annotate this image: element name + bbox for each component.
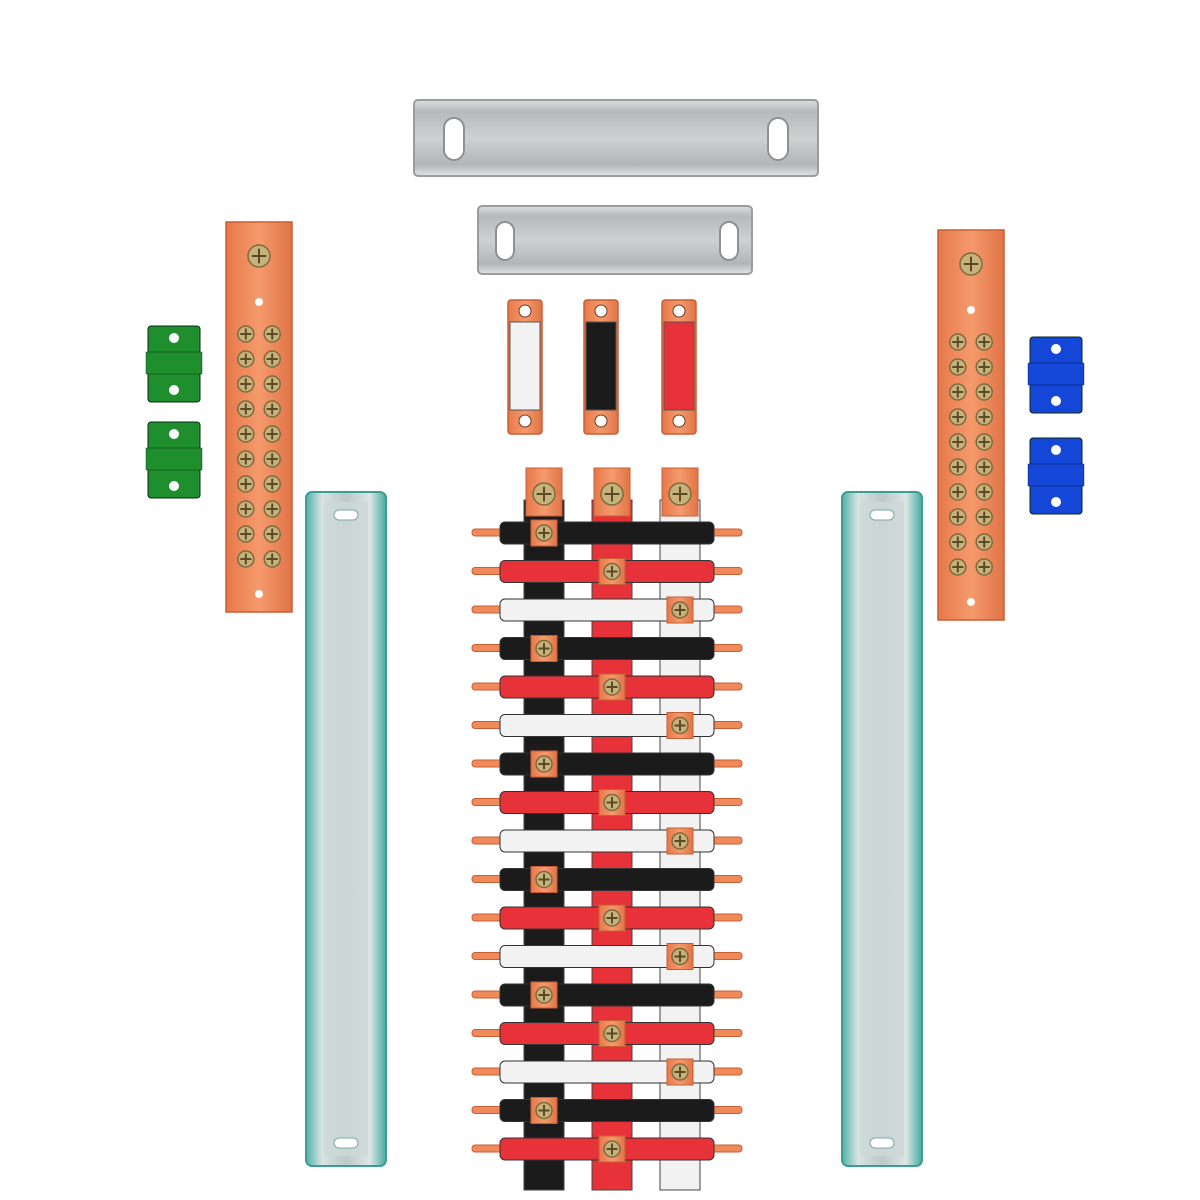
screw-icon <box>975 408 993 426</box>
aluminum-rail-large <box>413 99 819 177</box>
screw-icon <box>603 909 621 927</box>
screw-icon <box>535 755 553 773</box>
blue-insulator-bottom <box>1027 437 1085 515</box>
busbar-finger-white <box>471 712 743 739</box>
busbar-finger-black <box>471 750 743 778</box>
screw-icon <box>975 358 993 376</box>
green-insulator-top <box>145 325 203 403</box>
screw-icon <box>263 475 281 493</box>
screw-icon <box>671 832 689 850</box>
busbar-finger-red <box>471 558 743 585</box>
bus-link-red <box>661 299 697 435</box>
screw-icon <box>535 870 553 889</box>
bus-link-black <box>583 299 619 435</box>
screw-icon <box>247 244 271 268</box>
aluminum-rail-small <box>477 205 753 275</box>
busbar-finger-black <box>471 519 743 547</box>
busbar-finger-black <box>471 866 743 893</box>
screw-icon <box>603 1140 621 1158</box>
screw-icon <box>535 986 553 1004</box>
screw-icon <box>949 433 967 451</box>
screw-icon <box>975 383 993 401</box>
screw-icon <box>949 408 967 426</box>
screw-icon <box>237 375 255 393</box>
screw-icon <box>975 558 993 576</box>
screw-icon <box>532 482 556 506</box>
bus-link-white <box>507 299 543 435</box>
screw-icon <box>535 524 553 542</box>
screw-icon <box>603 678 621 696</box>
screw-icon <box>671 1063 689 1081</box>
din-rail-left <box>305 491 387 1167</box>
comb-busbar-assembly <box>471 467 743 1191</box>
screw-icon <box>603 562 621 581</box>
busbar-finger-red <box>471 673 743 701</box>
screw-icon <box>949 558 967 576</box>
ground-bus-bar-right <box>937 229 1005 621</box>
screw-icon <box>263 375 281 393</box>
screw-icon <box>975 533 993 551</box>
screw-icon <box>975 483 993 501</box>
screw-icon <box>949 483 967 501</box>
screw-icon <box>671 601 689 619</box>
screw-icon <box>263 500 281 518</box>
screw-icon <box>237 400 255 418</box>
screw-icon <box>959 252 983 276</box>
screw-icon <box>949 533 967 551</box>
busbar-finger-black <box>471 981 743 1009</box>
ground-bus-bar-left <box>225 221 293 613</box>
screw-icon <box>263 425 281 443</box>
busbar-finger-white <box>471 827 743 855</box>
screw-icon <box>975 433 993 451</box>
screw-icon <box>603 1024 621 1043</box>
screw-icon <box>237 450 255 468</box>
screw-icon <box>949 508 967 526</box>
screw-icon <box>237 325 255 343</box>
din-rail-right <box>841 491 923 1167</box>
busbar-finger-red <box>471 789 743 816</box>
screw-icon <box>263 525 281 543</box>
screw-icon <box>263 450 281 468</box>
screw-icon <box>603 793 621 812</box>
screw-icon <box>975 508 993 526</box>
busbar-finger-white <box>471 596 743 624</box>
busbar-finger-black <box>471 1097 743 1124</box>
screw-icon <box>263 325 281 343</box>
screw-icon <box>949 383 967 401</box>
screw-icon <box>535 639 553 658</box>
screw-icon <box>671 716 689 735</box>
screw-icon <box>237 475 255 493</box>
screw-icon <box>237 525 255 543</box>
screw-icon <box>263 400 281 418</box>
busbar-finger-red <box>471 1020 743 1047</box>
screw-icon <box>975 333 993 351</box>
screw-icon <box>237 500 255 518</box>
screw-icon <box>668 482 692 506</box>
screw-icon <box>975 458 993 476</box>
blue-insulator-top <box>1027 336 1085 414</box>
busbar-finger-red <box>471 904 743 932</box>
screw-icon <box>535 1101 553 1120</box>
busbar-finger-black <box>471 635 743 662</box>
busbar-finger-red <box>471 1135 743 1163</box>
screw-icon <box>263 550 281 568</box>
screw-icon <box>263 350 281 368</box>
screw-icon <box>237 350 255 368</box>
screw-icon <box>949 458 967 476</box>
screw-icon <box>671 947 689 966</box>
screw-icon <box>949 333 967 351</box>
green-insulator-bottom <box>145 421 203 499</box>
busbar-finger-white <box>471 943 743 970</box>
screw-icon <box>600 482 624 506</box>
screw-icon <box>949 358 967 376</box>
busbar-finger-white <box>471 1058 743 1086</box>
screw-icon <box>237 550 255 568</box>
screw-icon <box>237 425 255 443</box>
